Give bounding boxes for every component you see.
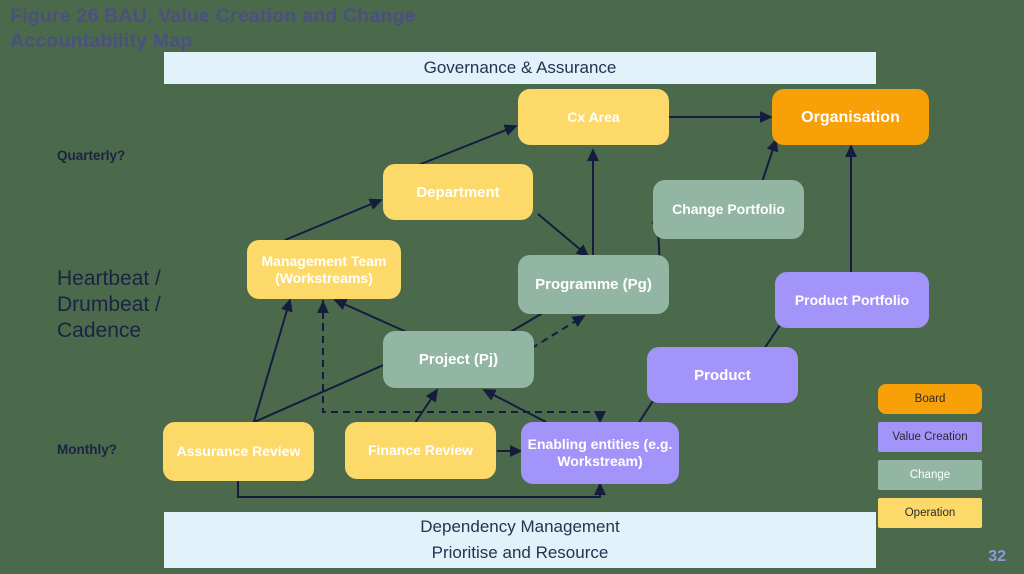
node-department[interactable]: Department [383, 164, 533, 220]
legend-item-value-creation[interactable]: Value Creation [878, 422, 982, 452]
node-assurance-review[interactable]: Assurance Review [163, 422, 314, 481]
cadence-label-heartbeat: Heartbeat / Drumbeat / Cadence [57, 267, 161, 342]
legend-item-board[interactable]: Board [878, 384, 982, 414]
dependency-management-line1: Dependency Management [420, 517, 620, 536]
cadence-label-monthly: Monthly? [57, 442, 117, 457]
figure-title: Figure 26 BAU, Value Creation and Change… [10, 5, 416, 52]
node-programme[interactable]: Programme (Pg) [518, 255, 669, 314]
node-organisation[interactable]: Organisation [772, 89, 929, 145]
legend-item-operation[interactable]: Operation [878, 498, 982, 528]
governance-assurance-label: Governance & Assurance [423, 58, 617, 77]
node-product-portfolio[interactable]: Product Portfolio [775, 272, 929, 328]
node-change-portfolio[interactable]: Change Portfolio [653, 180, 804, 239]
node-project[interactable]: Project (Pj) [383, 331, 534, 388]
node-management-team[interactable]: Management Team (Workstreams) [247, 240, 401, 299]
dependency-management-line2: Prioritise and Resource [431, 543, 609, 562]
node-enabling-entities[interactable]: Enabling entities (e.g. Workstream) [521, 422, 679, 484]
node-cx-area[interactable]: Cx Area [518, 89, 669, 145]
cadence-label-quarterly: Quarterly? [57, 148, 126, 163]
legend-item-change[interactable]: Change [878, 460, 982, 490]
node-product[interactable]: Product [647, 347, 798, 403]
dependency-management-banner: Dependency Management Prioritise and Res… [164, 512, 876, 568]
page-number: 32 [988, 548, 1006, 565]
legend: Board Value Creation Change Operation [878, 384, 982, 536]
governance-assurance-banner: Governance & Assurance [164, 52, 876, 84]
node-finance-review[interactable]: Finance Review [345, 422, 496, 479]
